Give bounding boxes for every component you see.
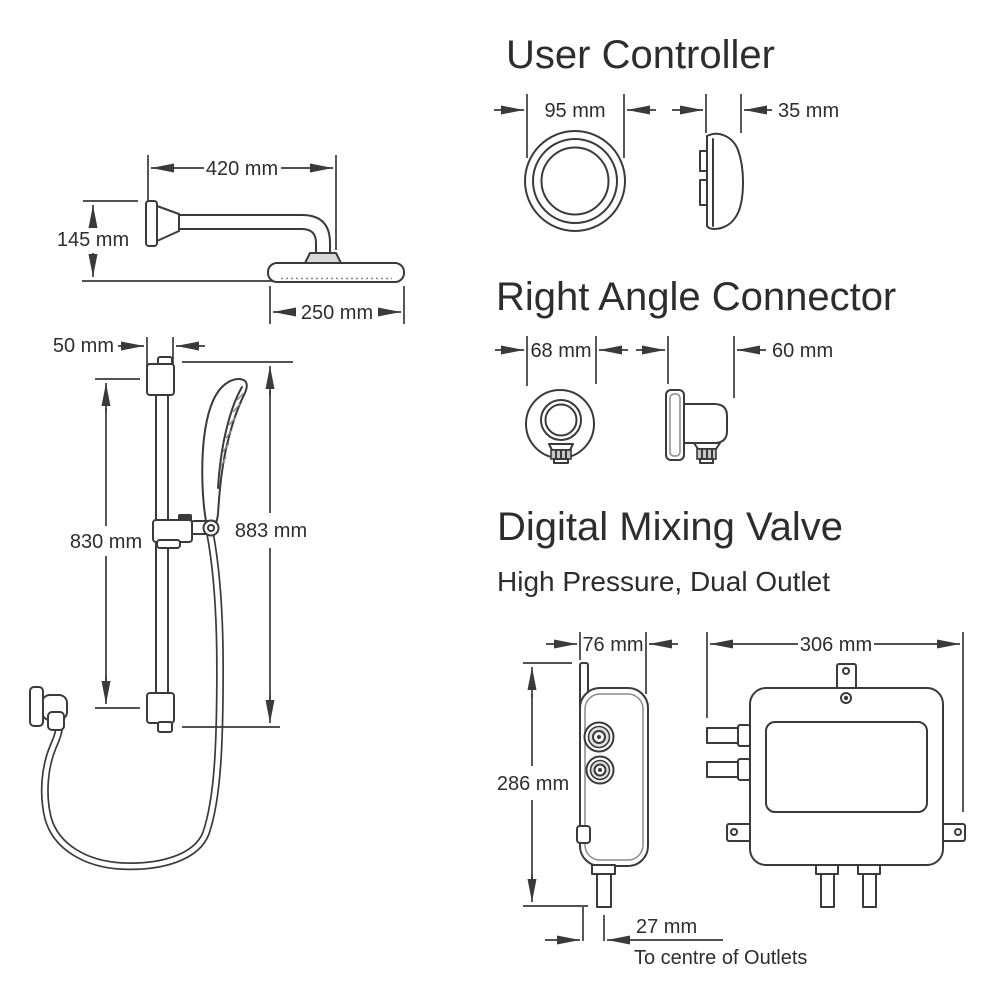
valve-side-view xyxy=(576,662,649,908)
valve-outlet-pipe-left xyxy=(820,873,835,908)
connector-side-body xyxy=(683,403,728,444)
connector-side-wall-plate xyxy=(665,389,685,461)
valve-bottom-tab-left-hole xyxy=(730,828,738,836)
handset-drawing xyxy=(201,378,248,529)
valve-inlet-pipe-bottom xyxy=(706,761,741,778)
mixing-valve-subtitle: High Pressure, Dual Outlet xyxy=(497,566,830,597)
rail-bottom-bracket xyxy=(146,692,175,724)
clamp-foot xyxy=(156,539,181,549)
right-angle-connector-section: Right Angle Connector 68 mm 6 xyxy=(495,275,896,464)
dim-bracket-width: 50 mm xyxy=(53,335,205,368)
valve-bottom-tab-right-hole xyxy=(954,828,962,836)
dim-controller-diameter: 95 mm xyxy=(494,94,656,158)
overhead-shower-view: 420 mm 145 mm 250 mm xyxy=(57,155,405,324)
connector-diameter-label: 68 mm xyxy=(530,340,591,362)
valve-side-clip xyxy=(576,825,591,844)
valve-outlet-collar-left xyxy=(815,864,839,875)
connector-front-lip xyxy=(553,458,569,464)
wall-flange-plate xyxy=(145,200,158,247)
handset-body xyxy=(201,378,248,529)
user-controller-side-view xyxy=(699,132,744,230)
valve-outlet-pipe-right xyxy=(862,873,877,908)
rail-length-label: 830 mm xyxy=(70,531,142,553)
wall-flange-cone xyxy=(156,205,180,242)
slider-clamp xyxy=(152,514,220,549)
dim-drop-height: 145 mm xyxy=(57,200,278,282)
right-angle-connector-title: Right Angle Connector xyxy=(496,275,896,319)
user-controller-title: User Controller xyxy=(506,33,775,77)
dim-valve-depth: 76 mm xyxy=(546,632,678,694)
controller-side-button-2 xyxy=(699,179,708,206)
shower-head-disc xyxy=(267,262,405,283)
dim-connector-depth: 60 mm xyxy=(636,336,833,398)
valve-depth-label: 76 mm xyxy=(582,634,643,656)
user-controller-front-view xyxy=(524,130,626,232)
outlet-offset-label: 27 mm xyxy=(636,916,697,938)
connector-depth-label: 60 mm xyxy=(772,340,833,362)
controller-diameter-label: 95 mm xyxy=(544,100,605,122)
clamp-pivot xyxy=(202,519,220,537)
elbow-wall-plate xyxy=(29,686,44,727)
valve-side-outlet-collar xyxy=(591,864,616,875)
elbow-outlet xyxy=(47,711,65,731)
valve-display-panel xyxy=(765,721,928,813)
controller-side-button-1 xyxy=(699,150,708,172)
connector-side-plate-inner xyxy=(669,393,681,457)
valve-side-body-inner xyxy=(584,693,644,861)
head-diameter-label: 250 mm xyxy=(301,302,373,324)
controller-depth-label: 35 mm xyxy=(778,100,839,122)
clamp-body xyxy=(152,519,193,543)
valve-top-tab-hole xyxy=(842,667,850,675)
slide-rail-view: 50 mm xyxy=(29,335,307,871)
mixing-valve-section: Digital Mixing Valve High Pressure, Dual… xyxy=(497,505,966,969)
rail-top-bracket xyxy=(146,363,175,396)
connector-side-lip xyxy=(699,458,714,464)
valve-front-view xyxy=(706,663,966,908)
handset-face-texture xyxy=(220,392,245,467)
valve-outlet-collar-right xyxy=(857,864,881,875)
handset-face-edge xyxy=(217,386,243,489)
shower-hose-drawing xyxy=(40,529,225,871)
drop-height-label: 145 mm xyxy=(57,229,129,251)
valve-inlet-pipe-top xyxy=(706,727,741,744)
valve-inlet-collar-top xyxy=(737,724,751,747)
dim-rail-length: 830 mm xyxy=(70,378,142,709)
valve-inlet-collar-bottom xyxy=(737,758,751,781)
dim-head-diameter: 250 mm xyxy=(269,286,405,324)
dim-controller-depth: 35 mm xyxy=(672,94,839,133)
dim-valve-height: 286 mm xyxy=(497,662,588,907)
dim-arm-length: 420 mm xyxy=(147,155,337,250)
dim-overall-height: 883 mm xyxy=(182,361,307,728)
connector-side-view xyxy=(665,389,728,464)
outlet-offset-note: To centre of Outlets xyxy=(634,947,807,969)
bracket-width-label: 50 mm xyxy=(53,335,114,357)
head-collar xyxy=(304,252,342,264)
overall-height-label: 883 mm xyxy=(235,520,307,542)
valve-front-screw xyxy=(840,692,852,704)
clamp-pivot-center xyxy=(207,524,215,532)
arm-length-label: 420 mm xyxy=(206,158,278,180)
dim-outlet-offset: 27 mm To centre of Outlets xyxy=(545,907,807,969)
valve-side-knob-top xyxy=(583,721,615,753)
dim-connector-diameter: 68 mm xyxy=(495,336,628,386)
valve-side-knob-bottom xyxy=(585,755,615,785)
valve-side-outlet-pipe xyxy=(596,873,612,908)
wall-outlet-elbow xyxy=(29,686,68,731)
valve-height-label: 286 mm xyxy=(497,773,569,795)
rail-bottom-cap xyxy=(157,721,173,733)
connector-front-view xyxy=(525,389,595,464)
user-controller-section: User Controller 95 mm 35 mm xyxy=(494,33,839,232)
shower-arm-drawing xyxy=(145,200,405,283)
valve-front-body xyxy=(749,687,944,866)
valve-width-label: 306 mm xyxy=(800,634,872,656)
mixing-valve-title: Digital Mixing Valve xyxy=(497,505,843,549)
dim-valve-width: 306 mm xyxy=(706,632,964,812)
